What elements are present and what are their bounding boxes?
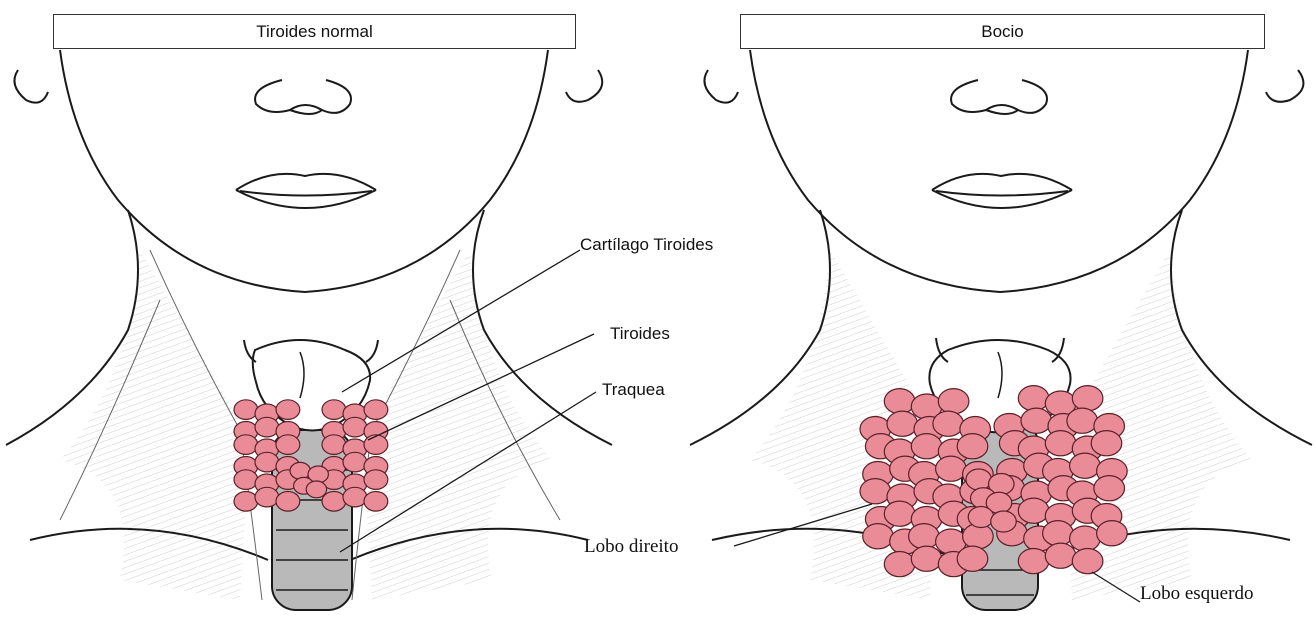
goiter-right-lobe-lobule [911,546,942,571]
goiter-left-lobe-lobule [1070,526,1101,551]
normal-left-lobe-lobule [234,470,258,490]
goiter-left-lobe-lobule [1097,521,1128,546]
normal-right-lobe-lobule [343,417,367,437]
normal-left-lobe-lobule [276,435,300,455]
goiter-right-lobe-lobule [860,479,891,504]
goiter-right-lobe-lobule [909,524,940,549]
normal-left-lobe-lobule [276,400,300,420]
goiter-right-lobe-lobule [884,501,915,526]
normal-left-lobe-lobule [234,435,258,455]
goiter-right-lobe-lobule [933,411,964,436]
right-lobe-label: Lobo direito [584,537,678,556]
normal-right-lobe-lobule [364,435,388,455]
normal-right-lobe-lobule [322,492,346,512]
goiter-left-lobe-lobule [1094,476,1125,501]
goiter-left-lobe-lobule [1045,543,1076,568]
goiter-left-lobe-lobule [1072,386,1103,411]
normal-left-lobe-lobule [234,400,258,420]
left-lobe-label: Lobo esquerdo [1140,584,1253,603]
goiter-right-lobe-lobule [957,546,988,571]
normal-left-lobe-lobule [255,417,279,437]
goiter-left-lobe-lobule [1021,408,1052,433]
goiter-right-lobe-lobule [911,434,942,459]
goiter-title: Bocio [740,14,1265,49]
goiter-left-lobe-lobule [1070,453,1101,478]
goiter-left-lobe-lobule [1043,521,1074,546]
goiter-title-text: Bocio [981,22,1024,42]
goiter-left-lobe-lobule [1067,408,1098,433]
normal-right-lobe-lobule [364,470,388,490]
goiter-isthmus-lobule [966,469,992,490]
normal-thyroid-title: Tiroides normal [53,14,576,49]
goiter-right-lobe-lobule [884,552,915,577]
goiter-left-lobe-lobule [1018,549,1049,574]
goiter-right-lobe-lobule [936,456,967,481]
neck-shading-right [362,250,552,600]
thyroid-label: Tiroides [610,325,670,342]
goiter-left-lobe-lobule [1018,386,1049,411]
goiter-left-lobe-lobule [1018,498,1049,523]
normal-right-lobe-lobule [364,400,388,420]
normal-right-lobe-lobule [322,435,346,455]
normal-right-lobe-lobule [343,487,367,507]
goiter-right-lobe-lobule [884,389,915,414]
normal-right-lobe-lobule [364,492,388,512]
normal-left-lobe-lobule [234,492,258,512]
goiter-left-lobe-lobule [1091,431,1122,456]
goiter-isthmus-lobule [968,507,994,528]
goiter-right-lobe-lobule [938,389,969,414]
goiter-left-lobe-lobule [1072,549,1103,574]
goiter-isthmus-lobule [991,511,1017,532]
normal-right-lobe-lobule [343,452,367,472]
normal-left-lobe-lobule [255,452,279,472]
normal-thyroid-title-text: Tiroides normal [256,22,373,42]
neck-shading-left [60,250,250,600]
cartilage-label: Cartílago Tiroides [580,236,713,253]
normal-isthmus-lobule [290,462,310,479]
goiter-left-lobe-lobule [1045,431,1076,456]
normal-right-lobe-lobule [322,400,346,420]
goiter-right-lobe-lobule [887,411,918,436]
goiter-right-lobe-lobule [863,524,894,549]
goiter-right-lobe-lobule [957,434,988,459]
normal-isthmus-lobule [306,481,326,498]
normal-left-lobe-lobule [276,492,300,512]
normal-left-lobe-lobule [255,487,279,507]
trachea-label: Traquea [602,381,665,398]
